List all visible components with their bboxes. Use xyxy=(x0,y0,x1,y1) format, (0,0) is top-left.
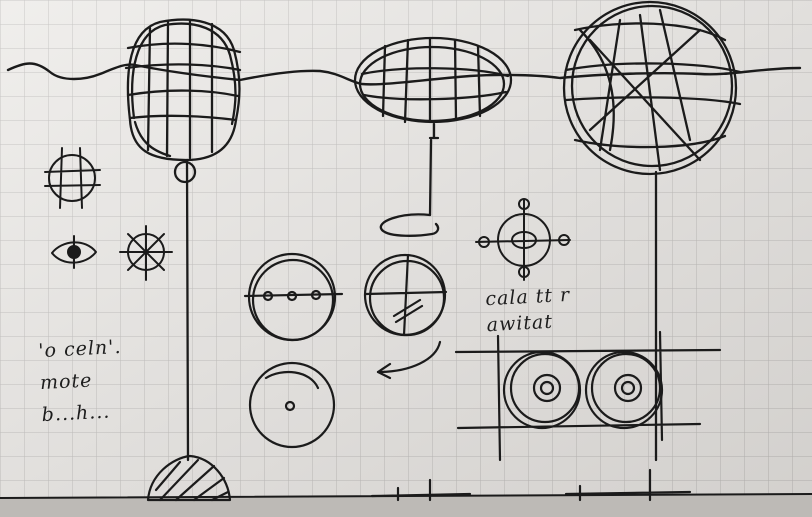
handwritten-note-left: 'o celn'. mote b...h... xyxy=(38,331,126,431)
note-right-line-2: awitat xyxy=(486,308,572,338)
note-right-line-1: cala tt r xyxy=(485,282,571,312)
note-left-line-3: b...h... xyxy=(41,395,126,431)
handwritten-note-right: cala tt r awitat xyxy=(485,282,572,338)
note-left-line-2: mote xyxy=(39,363,124,399)
note-left-line-1: 'o celn'. xyxy=(38,331,123,367)
